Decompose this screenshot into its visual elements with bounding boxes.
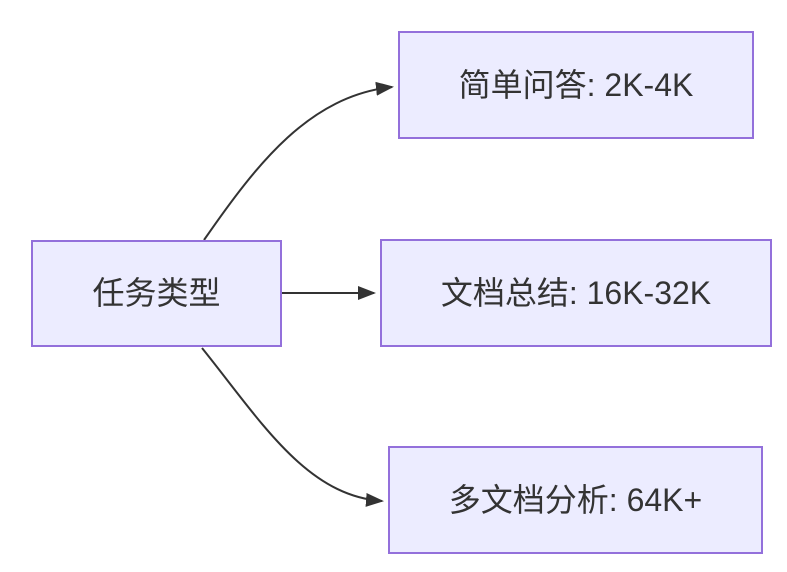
node-simple-qa: 简单问答: 2K-4K <box>398 31 754 139</box>
node-task-type-label: 任务类型 <box>92 275 221 312</box>
node-doc-summary-label: 文档总结: 16K-32K <box>440 274 712 311</box>
edge-task-type-to-simple-qa <box>203 81 394 241</box>
edge-task-type-to-multi-doc <box>201 347 384 507</box>
node-multi-doc-analysis-label: 多文档分析: 64K+ <box>448 481 703 518</box>
node-simple-qa-label: 简单问答: 2K-4K <box>458 66 694 103</box>
node-task-type: 任务类型 <box>31 240 282 347</box>
node-multi-doc-analysis: 多文档分析: 64K+ <box>388 446 763 554</box>
node-doc-summary: 文档总结: 16K-32K <box>380 239 772 347</box>
